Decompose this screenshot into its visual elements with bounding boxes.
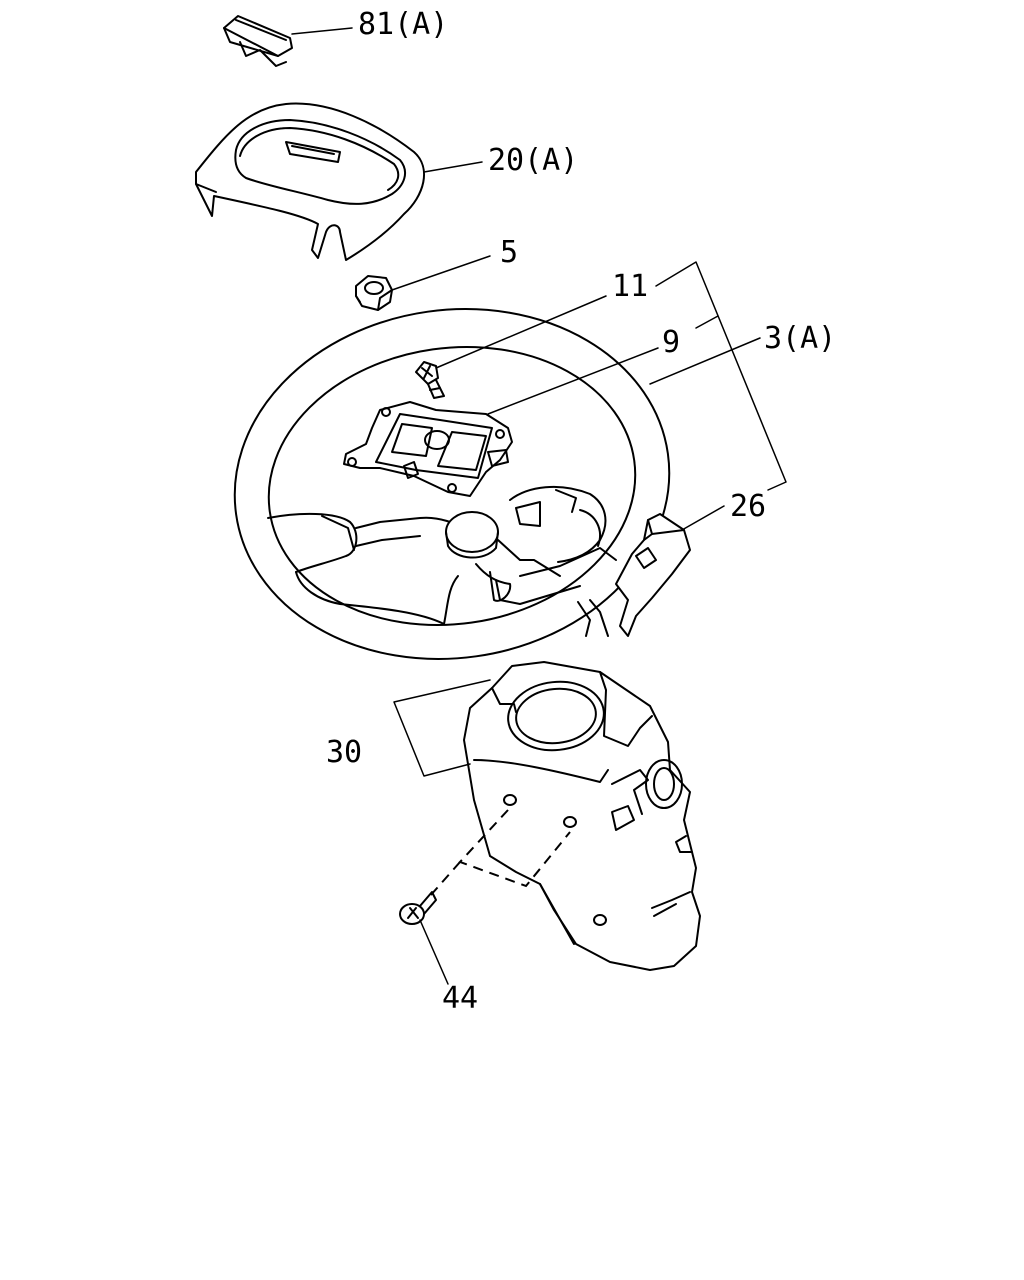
part-81-clip [223, 15, 293, 67]
leader-20 [423, 161, 483, 173]
part-5-nut [355, 275, 393, 311]
leader-5 [391, 255, 491, 291]
bracket-tick-3 [695, 315, 719, 329]
part-3-steering-wheel [233, 308, 671, 660]
screw-path-44b [429, 861, 461, 897]
screw-path-44 [458, 809, 571, 888]
callout-26: 26 [730, 489, 766, 524]
leader-81 [291, 27, 353, 35]
callout-30: 30 [326, 735, 362, 770]
callout-11: 11 [612, 269, 648, 304]
part-26-switch [615, 513, 691, 637]
leader-44 [419, 919, 449, 985]
leader-3 [649, 337, 761, 385]
leader-11 [435, 295, 607, 369]
group-bracket-30 [393, 679, 491, 777]
leader-26 [681, 505, 725, 531]
group-bracket-11-9-26 [655, 261, 787, 491]
callout-44: 44 [442, 981, 478, 1016]
part-30-column-cover [463, 661, 701, 971]
callout-3: 3(A) [764, 321, 836, 356]
callout-9: 9 [662, 325, 680, 360]
callout-20: 20(A) [488, 143, 578, 178]
leader-9 [487, 347, 659, 415]
part-11-bolt [415, 361, 445, 399]
callout-5: 5 [500, 235, 518, 270]
callout-81: 81(A) [358, 7, 448, 42]
part-44-screw [399, 891, 437, 925]
part-9-plate [343, 401, 513, 497]
part-20-horn-pad [195, 102, 425, 261]
